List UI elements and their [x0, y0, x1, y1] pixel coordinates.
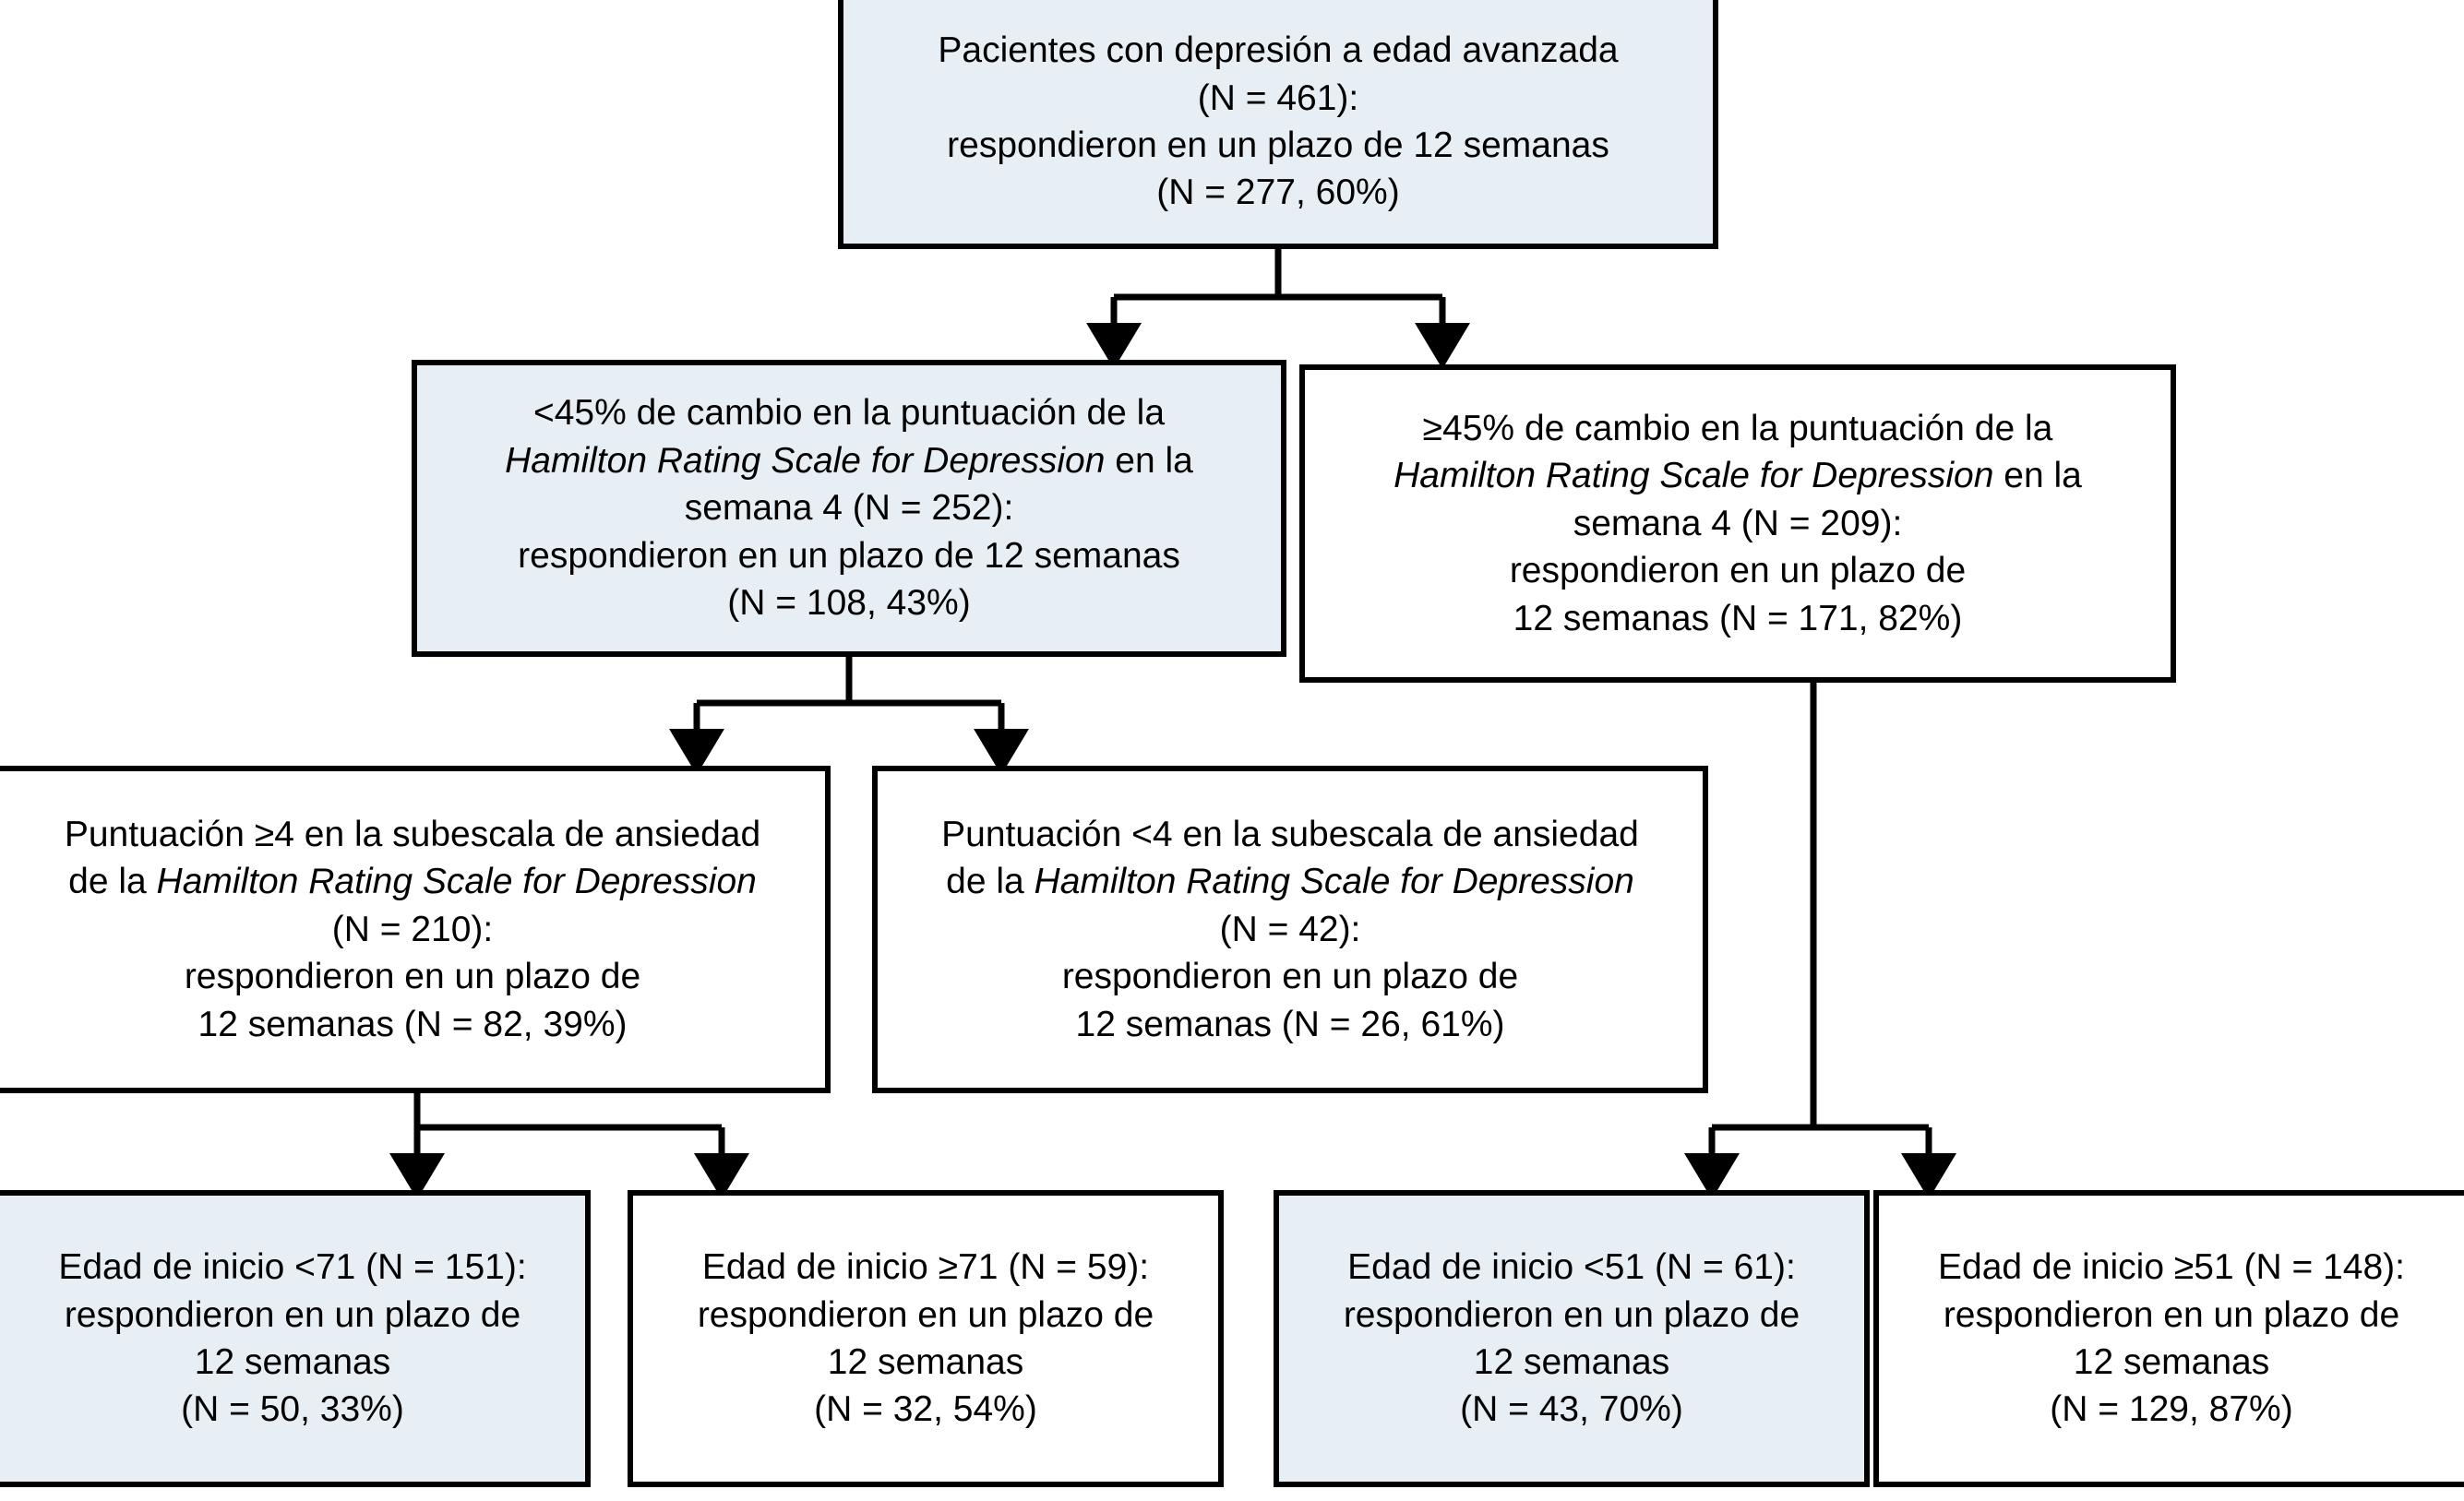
lt45-line-1: <45% de cambio en la puntuación de la — [532, 393, 1166, 434]
onset-lt71-line-2: respondieron en un plazo de — [64, 1294, 521, 1335]
anx-ge4-scale-name: Hamilton Rating Scale for Depression — [156, 862, 757, 902]
anx-lt4-line-2-prefix: de la — [946, 862, 1035, 902]
onset-ge51-line-1: Edad de inicio ≥51 (N = 148): — [1938, 1247, 2405, 1288]
onset-lt51-line-3: 12 semanas — [1473, 1342, 1670, 1382]
onset-lt51-line-4: (N = 43, 70%) — [1460, 1389, 1683, 1430]
root-line-1: Pacientes con depresión a edad avanzada — [938, 30, 1619, 71]
anx-lt4-line-1: Puntuación <4 en la subescala de ansieda… — [941, 814, 1639, 854]
anx-ge4-line-5: 12 semanas (N = 82, 39%) — [197, 1004, 628, 1044]
anx-ge4-line-4: respondieron en un plazo de — [184, 957, 641, 997]
anx-ge4-line-3: (N = 210): — [331, 909, 494, 949]
lt45-line-5: (N = 108, 43%) — [727, 583, 971, 624]
lt45-line-3: semana 4 (N = 252): — [684, 488, 1014, 529]
onset-lt51-node-text: Edad de inicio <51 (N = 61): respondiero… — [1279, 1244, 1864, 1434]
ge45-line-5: 12 semanas (N = 171, 82%) — [1513, 598, 1963, 638]
onset-ge51-line-4: (N = 129, 87%) — [2050, 1389, 2293, 1430]
onset-age-lt51-node: Edad de inicio <51 (N = 61): respondiero… — [1274, 1190, 1870, 1487]
anx-ge4-line-2-prefix: de la — [68, 862, 157, 902]
onset-lt71-line-4: (N = 50, 33%) — [181, 1389, 404, 1430]
ge45-line-1: ≥45% de cambio en la puntuación de la — [1422, 408, 2053, 448]
anxiety-score-ge4-node: Puntuación ≥4 en la subescala de ansieda… — [0, 766, 831, 1093]
ge45-line-2-suffix: en la — [1993, 456, 2082, 496]
anx-lt4-scale-name: Hamilton Rating Scale for Depression — [1034, 862, 1634, 902]
onset-ge51-line-2: respondieron en un plazo de — [1943, 1294, 2400, 1335]
root-node-text: Pacientes con depresión a edad avanzada … — [843, 27, 1713, 217]
lt45-line-2-suffix: en la — [1105, 440, 1193, 481]
onset-ge71-line-4: (N = 32, 54%) — [814, 1389, 1037, 1430]
onset-lt71-line-1: Edad de inicio <71 (N = 151): — [58, 1247, 527, 1288]
root-line-2: (N = 461): — [1197, 77, 1359, 118]
lt45-scale-name: Hamilton Rating Scale for Depression — [505, 440, 1106, 481]
lt45-line-4: respondieron en un plazo de 12 semanas — [518, 535, 1180, 576]
onset-ge51-node-text: Edad de inicio ≥51 (N = 148): respondier… — [1879, 1244, 2464, 1434]
arrowhead-root-to-ge45 — [1415, 323, 1470, 369]
onset-lt51-line-1: Edad de inicio <51 (N = 61): — [1347, 1247, 1796, 1288]
less-than-45-percent-node: <45% de cambio en la puntuación de la Ha… — [412, 360, 1286, 657]
anx-lt4-line-4: respondieron en un plazo de — [1061, 957, 1519, 997]
ge45-line-3: semana 4 (N = 209): — [1573, 503, 1903, 543]
root-line-4: (N = 277, 60%) — [1156, 173, 1400, 213]
onset-ge71-node-text: Edad de inicio ≥71 (N = 59): respondiero… — [633, 1244, 1218, 1434]
ge45-scale-name: Hamilton Rating Scale for Depression — [1393, 456, 1994, 496]
ge45-node-text: ≥45% de cambio en la puntuación de la Ha… — [1305, 405, 2171, 642]
anx-lt4-line-3: (N = 42): — [1219, 909, 1361, 949]
onset-age-ge51-node: Edad de inicio ≥51 (N = 148): respondier… — [1873, 1190, 2464, 1487]
root-node: Pacientes con depresión a edad avanzada … — [838, 0, 1718, 249]
onset-lt71-line-3: 12 semanas — [194, 1342, 391, 1382]
onset-lt51-line-2: respondieron en un plazo de — [1343, 1294, 1800, 1335]
onset-ge71-line-1: Edad de inicio ≥71 (N = 59): — [701, 1247, 1150, 1288]
onset-lt71-node-text: Edad de inicio <71 (N = 151): respondier… — [0, 1244, 585, 1434]
onset-ge71-line-3: 12 semanas — [827, 1342, 1024, 1382]
greater-equal-45-percent-node: ≥45% de cambio en la puntuación de la Ha… — [1299, 364, 2176, 683]
anx-lt4-line-5: 12 semanas (N = 26, 61%) — [1075, 1004, 1505, 1044]
onset-age-ge71-node: Edad de inicio ≥71 (N = 59): respondiero… — [628, 1190, 1224, 1487]
ge45-line-4: respondieron en un plazo de — [1509, 551, 1967, 591]
onset-ge51-line-3: 12 semanas — [2073, 1342, 2270, 1382]
lt45-node-text: <45% de cambio en la puntuación de la Ha… — [417, 389, 1281, 626]
anx-lt4-node-text: Puntuación <4 en la subescala de ansieda… — [878, 811, 1703, 1048]
anx-ge4-line-1: Puntuación ≥4 en la subescala de ansieda… — [64, 814, 761, 854]
anx-ge4-node-text: Puntuación ≥4 en la subescala de ansieda… — [0, 811, 825, 1048]
anxiety-score-lt4-node: Puntuación <4 en la subescala de ansieda… — [872, 766, 1708, 1093]
root-line-3: respondieron en un plazo de 12 semanas — [947, 125, 1609, 165]
onset-ge71-line-2: respondieron en un plazo de — [697, 1294, 1154, 1335]
onset-age-lt71-node: Edad de inicio <71 (N = 151): respondier… — [0, 1190, 591, 1487]
